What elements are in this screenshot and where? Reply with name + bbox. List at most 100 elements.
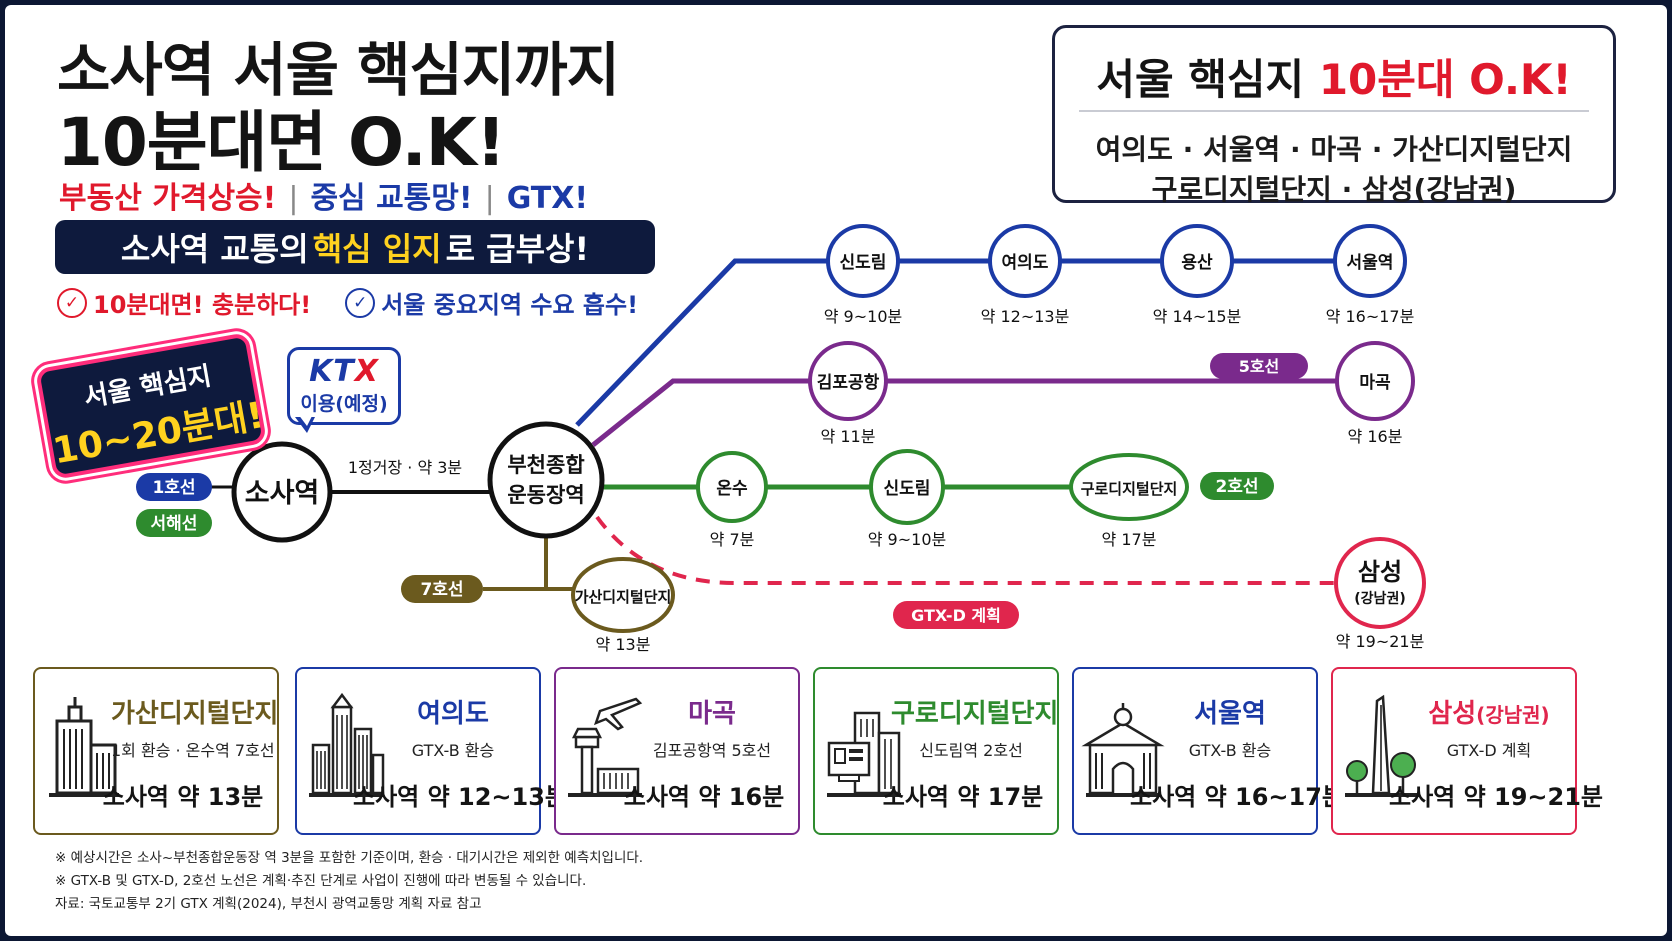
page-title-line2: 10분대면 O.K!	[57, 104, 506, 181]
green-station-guro: 구로디지털단지 약 17분	[1069, 453, 1189, 549]
purple-route-line	[591, 378, 1345, 447]
check-points: ✓10분대면! 충분하다! ✓서울 중요지역 수요 흡수!	[57, 285, 638, 320]
station-time: 약 19~21분	[1336, 632, 1425, 651]
office-building-icon	[49, 697, 119, 797]
station-time: 약 7분	[710, 530, 755, 549]
line2-tag	[1200, 472, 1274, 500]
check-icon: ✓	[57, 287, 87, 318]
destination-card-magok: 마곡 김포공항역 5호선 소사역 약 16분	[554, 667, 800, 835]
card-title: 가산디지털단지	[111, 699, 279, 729]
card-time: 소사역 약 19~21분	[1389, 783, 1604, 811]
blue-station-yongsan: 용산 약 14~15분	[1153, 224, 1241, 326]
line1-tag-label: 1호선	[152, 478, 195, 498]
destination-card-seoul-station: 서울역 GTX-B 환승 소사역 약 16~17분	[1072, 667, 1345, 835]
card-time: 소사역 약 12~13분	[353, 783, 568, 811]
ktx-logo-kt: KT	[309, 354, 355, 389]
card-title: 마곡	[688, 699, 736, 729]
green-station-onsu: 온수 약 7분	[696, 451, 768, 549]
summary-heading-red: 10분대 O.K!	[1318, 55, 1572, 104]
card-time: 소사역 약 13분	[102, 783, 264, 811]
card-subtitle: 신도림역 2호선	[919, 741, 1023, 760]
banner-pre: 소사역 교통의	[120, 230, 309, 268]
seohae-tag	[136, 509, 212, 537]
blue-station-yeouido: 여의도 약 12~13분	[981, 224, 1070, 326]
station-time: 약 9~10분	[824, 307, 902, 326]
gtxd-tag-label: GTX-D 계획	[911, 606, 1001, 625]
station-name: 신도림	[884, 479, 931, 499]
gtxd-station-samsung: 삼성 (강남권) 약 19~21분	[1334, 537, 1426, 651]
purple-station-magok: 마곡 약 16분	[1335, 341, 1415, 446]
destination-card-gasan: 가산디지털단지 1회 환승 · 온수역 7호선 소사역 약 13분	[33, 667, 279, 835]
olive-route-line	[544, 535, 575, 591]
station-name: 용산	[1181, 253, 1213, 273]
ktx-logo: KTX	[290, 354, 398, 389]
summary-row-1: 여의도 · 서울역 · 마곡 · 가산디지털단지	[1095, 133, 1573, 166]
card-time: 소사역 약 16~17분	[1130, 783, 1345, 811]
check-item-1: ✓10분대면! 충분하다!	[57, 285, 311, 320]
origin-station-label: 소사역	[245, 478, 320, 509]
station-building-icon	[1081, 703, 1165, 797]
summary-row-2: 구로디지털단지 · 삼성(강남권)	[1151, 173, 1517, 206]
destination-card-guro: 구로디지털단지 신도림역 2호선 소사역 약 17분	[813, 667, 1059, 835]
check-item-2-label: 서울 중요지역 수요 흡수!	[381, 291, 639, 319]
station-name: 마곡	[1359, 373, 1391, 393]
tower-trees-icon	[1345, 694, 1419, 797]
gtxd-tag	[893, 601, 1019, 629]
blue-station-seoul: 서울역 약 16~17분	[1326, 224, 1414, 326]
station-name: 가산디지털단지	[575, 588, 672, 606]
station-time: 약 17분	[1102, 530, 1157, 549]
banner-post: 로 급부상!	[445, 230, 590, 268]
footnote-source: 자료: 국토교통부 2기 GTX 계획(2024), 부천시 광역교통망 계획 …	[55, 896, 482, 912]
subtitle-keywords: 부동산 가격상승!|중심 교통망!|GTX!	[59, 181, 589, 216]
olive-station-gasan: 가산디지털단지 약 13분	[571, 557, 675, 654]
link-label: 1정거장 · 약 3분	[348, 458, 462, 477]
blue-station-sindorim: 신도림 약 9~10분	[824, 224, 902, 326]
station-name: 여의도	[1002, 253, 1049, 273]
station-name: 구로디지털단지	[1081, 480, 1178, 498]
summary-heading: 서울 핵심지 10분대 O.K!	[1055, 46, 1613, 107]
keyword-gtx: GTX!	[506, 181, 589, 216]
card-time: 소사역 약 17분	[882, 783, 1044, 811]
station-time: 약 13분	[596, 635, 651, 654]
card-subtitle: 김포공항역 5호선	[652, 741, 772, 760]
station-time: 약 9~10분	[868, 530, 946, 549]
purple-station-gimpo: 김포공항 약 11분	[808, 341, 888, 446]
card-title: 삼성(강남권)	[1409, 693, 1569, 730]
footnote-1: ※ 예상시간은 소사~부천종합운동장 역 3분을 포함한 기준이며, 환승 · …	[55, 850, 644, 866]
station-sub: (강남권)	[1354, 590, 1405, 607]
card-title: 구로디지털단지	[891, 699, 1059, 729]
line7-tag	[401, 575, 483, 603]
blue-route-line	[575, 258, 1365, 427]
card-subtitle: GTX-D 계획	[1446, 741, 1532, 760]
line1-tag	[136, 473, 212, 501]
keyword-price: 부동산 가격상승!	[59, 181, 277, 216]
headline-banner: 소사역 교통의 핵심 입지 로 급부상!	[55, 220, 655, 274]
card-title-small: (강남권)	[1476, 703, 1550, 727]
station-time: 약 12~13분	[981, 307, 1070, 326]
check-icon: ✓	[345, 287, 376, 318]
seohae-tag-label: 서해선	[151, 514, 198, 534]
card-time: 소사역 약 16분	[623, 783, 785, 811]
line5-tag-label: 5호선	[1239, 357, 1280, 376]
footnote-2: ※ GTX-B 및 GTX-D, 2호선 노선은 계획·추진 단계로 사업이 진…	[55, 873, 587, 889]
skyscrapers-icon	[309, 692, 385, 797]
line5-tag	[1210, 353, 1308, 379]
hub-station-label-1: 부천종합	[507, 453, 584, 477]
ktx-bubble-tail-inner	[298, 414, 313, 426]
station-name: 신도림	[840, 253, 887, 273]
page-title-line1: 소사역 서울 핵심지까지	[57, 36, 620, 104]
ktx-logo-x: X	[354, 354, 379, 389]
footnotes: ※ 예상시간은 소사~부천종합운동장 역 3분을 포함한 기준이며, 환승 · …	[55, 847, 643, 916]
ktx-badge: KTX 이용(예정)	[287, 347, 401, 425]
airplane-tower-icon	[568, 697, 643, 797]
check-item-1-label: 10분대면! 충분하다!	[93, 291, 312, 319]
infographic-page: 소사역 서울 핵심지까지 10분대면 O.K! 부동산 가격상승!|중심 교통망…	[5, 5, 1667, 936]
line2-tag-label: 2호선	[1215, 477, 1258, 497]
summary-box: 서울 핵심지 10분대 O.K! 여의도 · 서울역 · 마곡 · 가산디지털단…	[1052, 25, 1616, 206]
keyword-network: 중심 교통망!	[310, 181, 473, 216]
card-title: 여의도	[417, 699, 489, 729]
summary-heading-pre: 서울 핵심지	[1096, 55, 1305, 104]
green-station-sindorim: 신도림 약 9~10분	[868, 449, 946, 549]
hub-station-label-2: 운동장역	[507, 483, 584, 507]
line7-tag-label: 7호선	[420, 580, 463, 600]
